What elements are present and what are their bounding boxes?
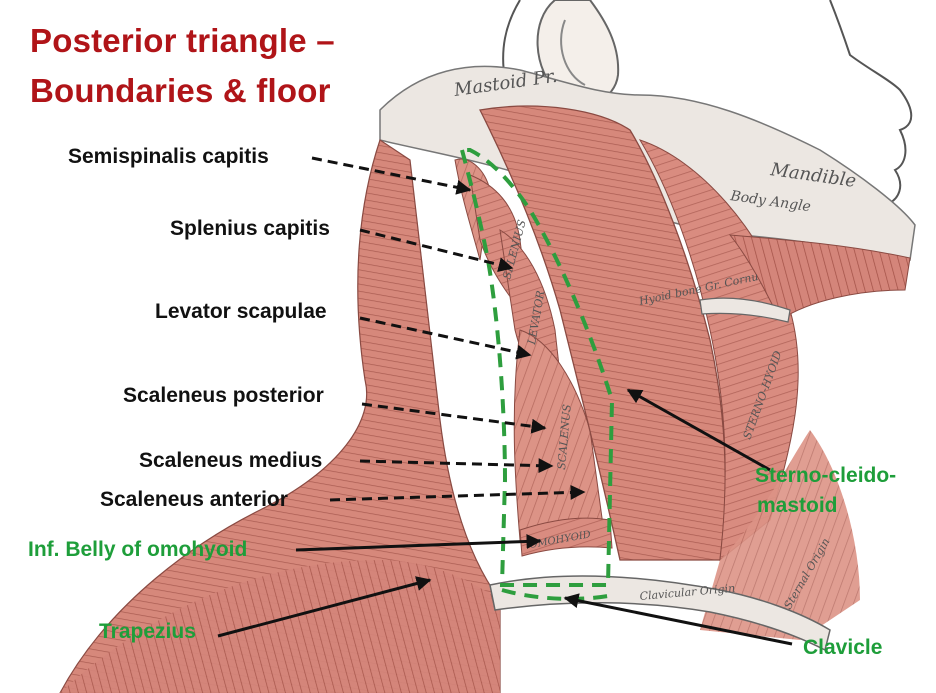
pointer-clavicle (563, 593, 793, 646)
label-levator: Levator scapulae (155, 300, 327, 323)
label-clavicle: Clavicle (803, 636, 883, 659)
pointer-trapezius (217, 576, 432, 638)
label-semispinalis: Semispinalis capitis (68, 145, 269, 168)
label-scm-line2: mastoid (757, 494, 838, 517)
label-splenius: Splenius capitis (170, 217, 330, 240)
hyoid-bone (699, 297, 791, 323)
pointer-semispinalis (311, 156, 472, 195)
pointer-scal-ant (329, 484, 586, 502)
label-scal-post: Scaleneus posterior (123, 384, 324, 407)
pointer-scal-post (361, 402, 547, 434)
pointer-scm (626, 388, 771, 472)
trapezius-muscle (59, 139, 501, 693)
pointer-splenius (359, 228, 514, 273)
title-line-1: Posterior triangle – (30, 22, 335, 59)
title-line-2: Boundaries & floor (30, 72, 331, 109)
label-scal-ant: Scaleneus anterior (100, 488, 288, 511)
pointer-omohyoid (295, 534, 542, 552)
triangle-boundary (459, 148, 615, 587)
label-scm-line1: Sterno-cleido- (755, 464, 897, 487)
label-omohyoid: Inf. Belly of omohyoid (28, 538, 248, 561)
submandibular-region (728, 234, 911, 321)
pointer-levator (359, 316, 532, 360)
label-trapezius: Trapezius (99, 620, 196, 643)
label-scal-med: Scaleneus medius (139, 449, 323, 472)
shoulder-band (60, 560, 500, 693)
triangle-base-line (501, 588, 609, 601)
leader-lines (217, 156, 793, 646)
sternal-region (700, 430, 860, 640)
scalenus-m-text: SCALENUS (555, 403, 574, 470)
pointer-scal-med (359, 458, 554, 474)
omohyoid-muscle (519, 517, 613, 557)
